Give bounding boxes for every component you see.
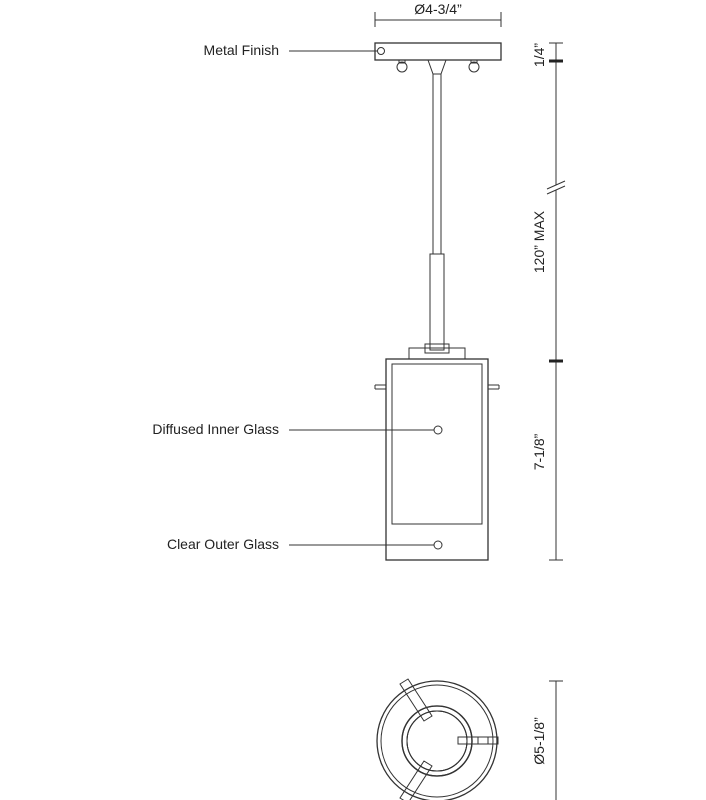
callout-clear-outer-glass: Clear Outer Glass [167, 536, 443, 552]
vertical-dimensions: 1/4” 120” MAX 7-1/8” [531, 42, 566, 561]
stem [424, 73, 450, 354]
diffused-inner-glass-label: Diffused Inner Glass [152, 421, 279, 437]
canopy-height-label: 1/4” [531, 43, 547, 67]
shade-diameter-label: Ø5-1/8” [531, 717, 547, 765]
canopy [374, 42, 502, 75]
metal-finish-label: Metal Finish [204, 42, 279, 58]
stem-length-label: 120” MAX [531, 210, 547, 273]
pendant-shade [374, 347, 500, 561]
callout-diffused-inner-glass: Diffused Inner Glass [152, 421, 443, 437]
plan-view [376, 678, 499, 800]
canopy-diameter-label: Ø4-3/4” [414, 1, 462, 17]
callout-metal-finish: Metal Finish [204, 42, 377, 58]
clear-outer-glass-label: Clear Outer Glass [167, 536, 279, 552]
canopy-diameter-dimension: Ø4-3/4” [374, 1, 502, 27]
shade-height-label: 7-1/8” [531, 433, 547, 470]
shade-diameter-dimension: Ø5-1/8” [531, 680, 563, 800]
